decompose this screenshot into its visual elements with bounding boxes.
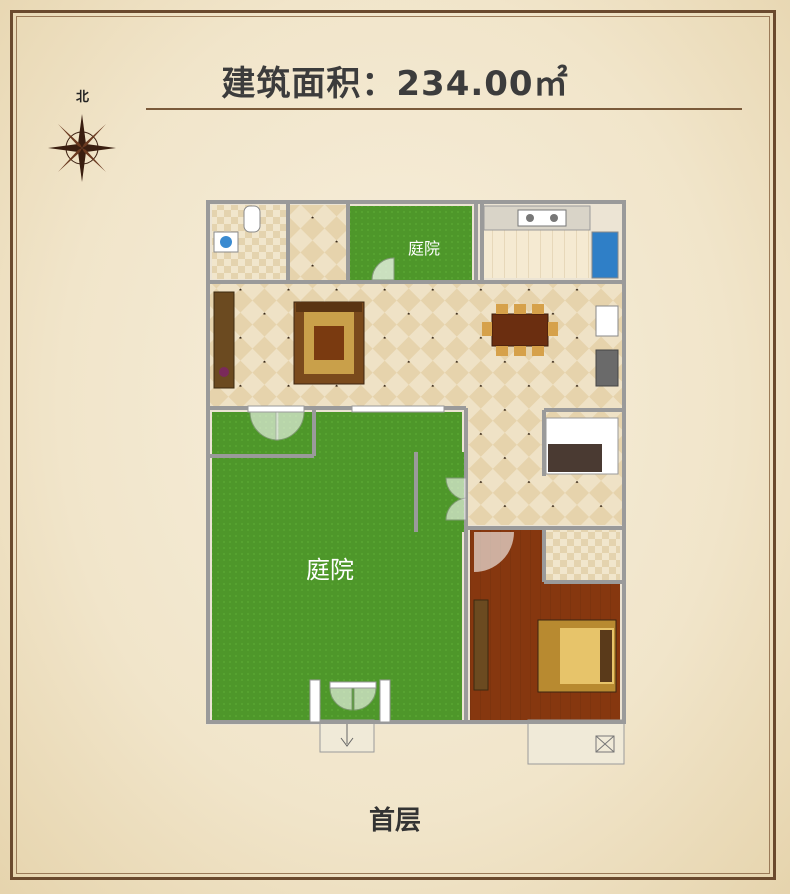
ac-unit-icon <box>595 735 615 753</box>
stove-icon <box>517 209 567 227</box>
wash-basin-icon <box>595 305 619 337</box>
tv-cabinet-icon <box>473 599 489 691</box>
courtyard-large-label: 庭院 <box>306 556 354 584</box>
entry-tiles <box>290 205 346 283</box>
entrance-arrow-icon <box>340 737 354 747</box>
dining-table-icon <box>482 304 558 356</box>
building-area-title: 建筑面积：234.00㎡ <box>221 64 569 104</box>
floor-label: 首层 <box>368 806 421 836</box>
north-label: 北 <box>76 90 90 105</box>
tv-cabinet-icon <box>213 291 235 389</box>
sink-icon <box>591 231 619 279</box>
sofa-set-icon <box>293 301 365 385</box>
courtyard-small <box>350 206 472 280</box>
walls <box>206 200 626 724</box>
appliance-icon <box>595 349 619 387</box>
doors-windows <box>247 405 467 723</box>
door-swing <box>474 532 514 572</box>
outer-frame <box>10 10 776 880</box>
title-underline <box>146 108 742 110</box>
compass-rose-icon <box>48 114 116 182</box>
bed-icon <box>537 619 617 693</box>
courtyard-small-label: 庭院 <box>408 239 440 258</box>
toilet-icon <box>243 205 261 233</box>
balcony <box>527 719 625 765</box>
inner-frame <box>16 16 770 874</box>
living-dining-hall <box>210 282 622 408</box>
basin-water <box>220 236 232 248</box>
door-swing <box>371 257 395 281</box>
